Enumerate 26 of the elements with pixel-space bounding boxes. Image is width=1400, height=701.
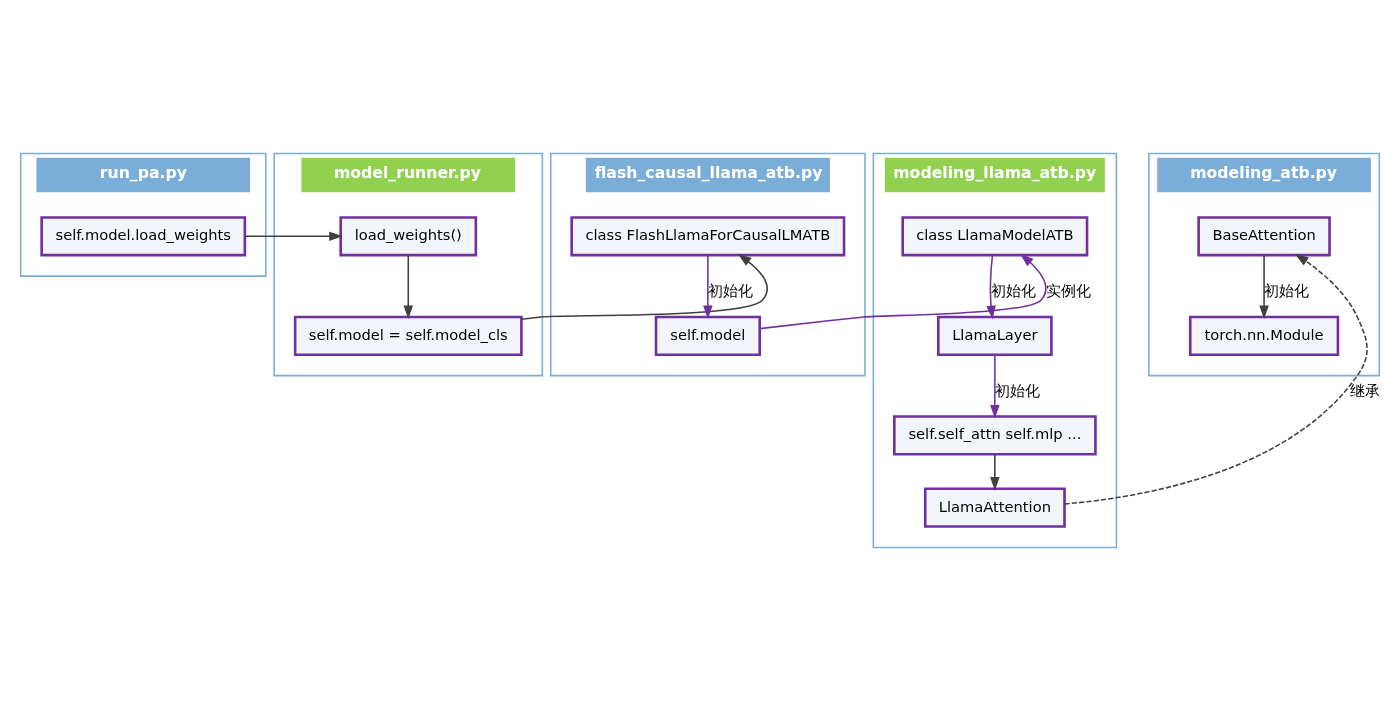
edge-label: 实例化: [1046, 282, 1092, 300]
node-box: class LlamaModelATB: [901, 216, 1089, 257]
arrow: [759, 253, 1047, 330]
edge-label: 初始化: [707, 282, 753, 300]
arrow: [990, 453, 1000, 491]
node-box: self.model.load_weights: [40, 216, 247, 257]
node-box: torch.nn.Module: [1188, 315, 1340, 356]
arrow: [990, 353, 1000, 419]
arrow: [520, 253, 768, 320]
arrow: [1259, 254, 1269, 320]
node-box: self.self_attn self.mlp ...: [893, 415, 1097, 456]
node-box: LlamaLayer: [937, 315, 1053, 356]
node-box: self.model: [654, 315, 761, 356]
node-box: class FlashLlamaForCausalLMATB: [570, 216, 846, 257]
arrow: [986, 254, 996, 320]
edge-label: 初始化: [994, 381, 1040, 399]
node-box: load_weights(): [339, 216, 478, 257]
node-box: self.model = self.model_cls: [293, 315, 523, 356]
arrow: [1063, 253, 1368, 505]
edge-label: 初始化: [990, 282, 1036, 300]
node-box: BaseAttention: [1197, 216, 1331, 257]
edge-label: 继承: [1350, 381, 1381, 399]
arrow: [244, 231, 343, 242]
arrow: [403, 254, 414, 320]
arrow: [703, 254, 713, 320]
node-box: LlamaAttention: [923, 487, 1066, 528]
